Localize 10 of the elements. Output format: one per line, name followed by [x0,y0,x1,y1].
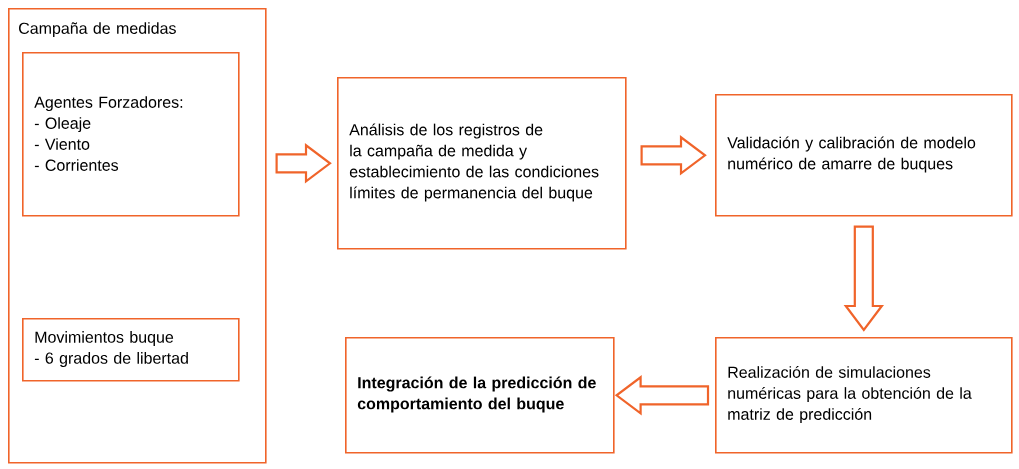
block-arrow [614,375,710,416]
block-arrow [843,225,884,332]
process-box: Validación y calibración de modelo numérico de amarre de buques [715,94,1013,217]
block-arrow [275,143,332,184]
process-box: Integración de la predicción de comportamiento del buque [345,337,615,454]
block-arrow [640,135,707,176]
process-box: Movimientos buque - 6 grados de libertad [22,318,240,382]
process-box: Realización de simulaciones numéricas para la obtención de la matriz de predicción [715,337,1013,454]
process-box: Análisis de los registros de la campaña de medida y establecimiento de las condiciones límites de permanencia del buque [337,77,627,250]
process-box: Agentes Forzadores: - Oleaje - Viento - Corrientes [22,52,240,217]
